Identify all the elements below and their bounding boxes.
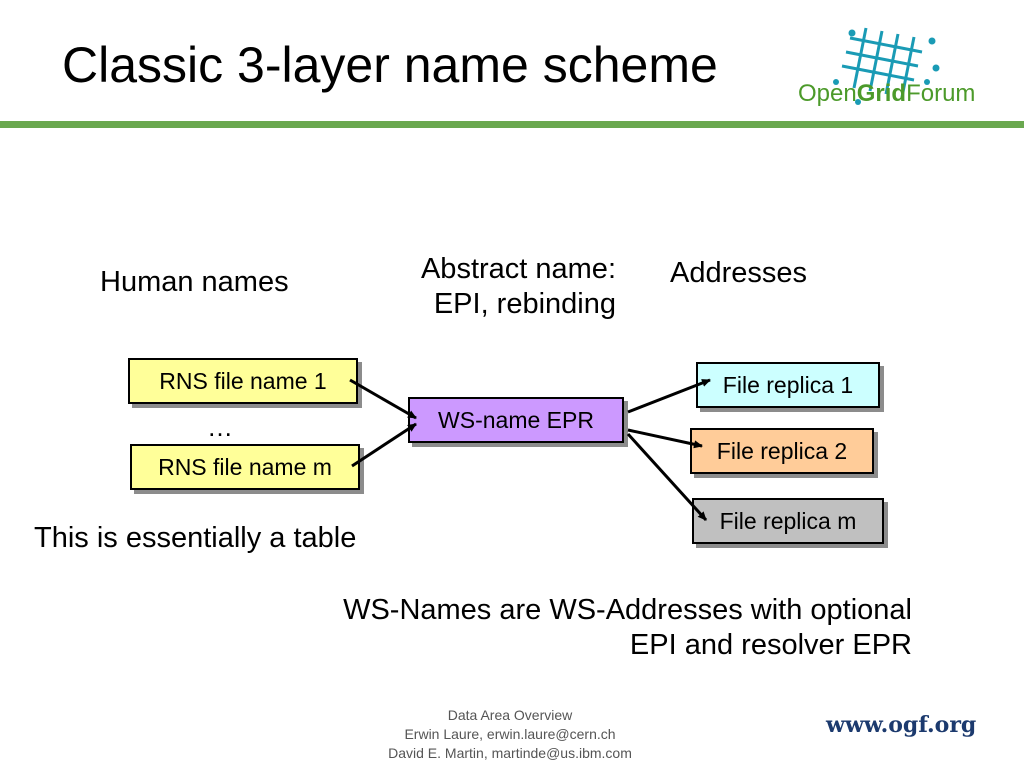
logo-text-forum: Forum: [906, 80, 975, 107]
ogf-url[interactable]: www.ogf.org: [826, 712, 977, 738]
header-abstract-line2: EPI, rebinding: [433, 287, 616, 320]
footer-line2: Erwin Laure, erwin.laure@cern.ch: [404, 725, 616, 742]
logo-text-open: Open: [798, 80, 857, 107]
footer-line1: Data Area Overview: [447, 707, 573, 723]
slide-title: Classic 3-layer name scheme: [62, 37, 718, 93]
header-human-names: Human names: [100, 266, 289, 298]
note-table: This is essentially a table: [34, 522, 357, 554]
arrow-rnsm-to-wsname: [351, 422, 417, 468]
file-replica-box-2: File replica 2: [690, 428, 874, 474]
header-abstract-line1: Abstract name:: [420, 253, 616, 285]
ellipsis: …: [207, 412, 233, 442]
rns-name-box-1: RNS file name 1: [128, 358, 358, 404]
note-ws-names: WS-Names are WS-Addresses with optional …: [200, 593, 912, 663]
file-replica-box-1: File replica 1: [696, 362, 880, 408]
ws-name-epr-box: WS-name EPR: [408, 397, 624, 443]
file-replica-box-m: File replica m: [692, 498, 884, 544]
svg-text:OpenGridForum: OpenGridForum: [798, 80, 975, 107]
header-abstract-name: Abstract name: EPI, rebinding: [386, 252, 616, 322]
note-ws-line2: EPI and resolver EPR: [629, 628, 912, 661]
logo-text-grid: Grid: [857, 80, 906, 107]
note-ws-line1: WS-Names are WS-Addresses with optional: [343, 594, 912, 626]
rns-name-box-m: RNS file name m: [130, 444, 360, 490]
footer-credits: Data Area Overview Erwin Laure, erwin.la…: [360, 706, 660, 763]
ogf-logo: OpenGridForum: [798, 27, 975, 107]
arrow-rns1-to-wsname: [349, 378, 417, 420]
header-divider: [0, 121, 1024, 128]
footer-line3: David E. Martin, martinde@us.ibm.com: [388, 744, 632, 761]
header-addresses: Addresses: [670, 257, 808, 289]
grid-mark-icon: [841, 27, 923, 98]
